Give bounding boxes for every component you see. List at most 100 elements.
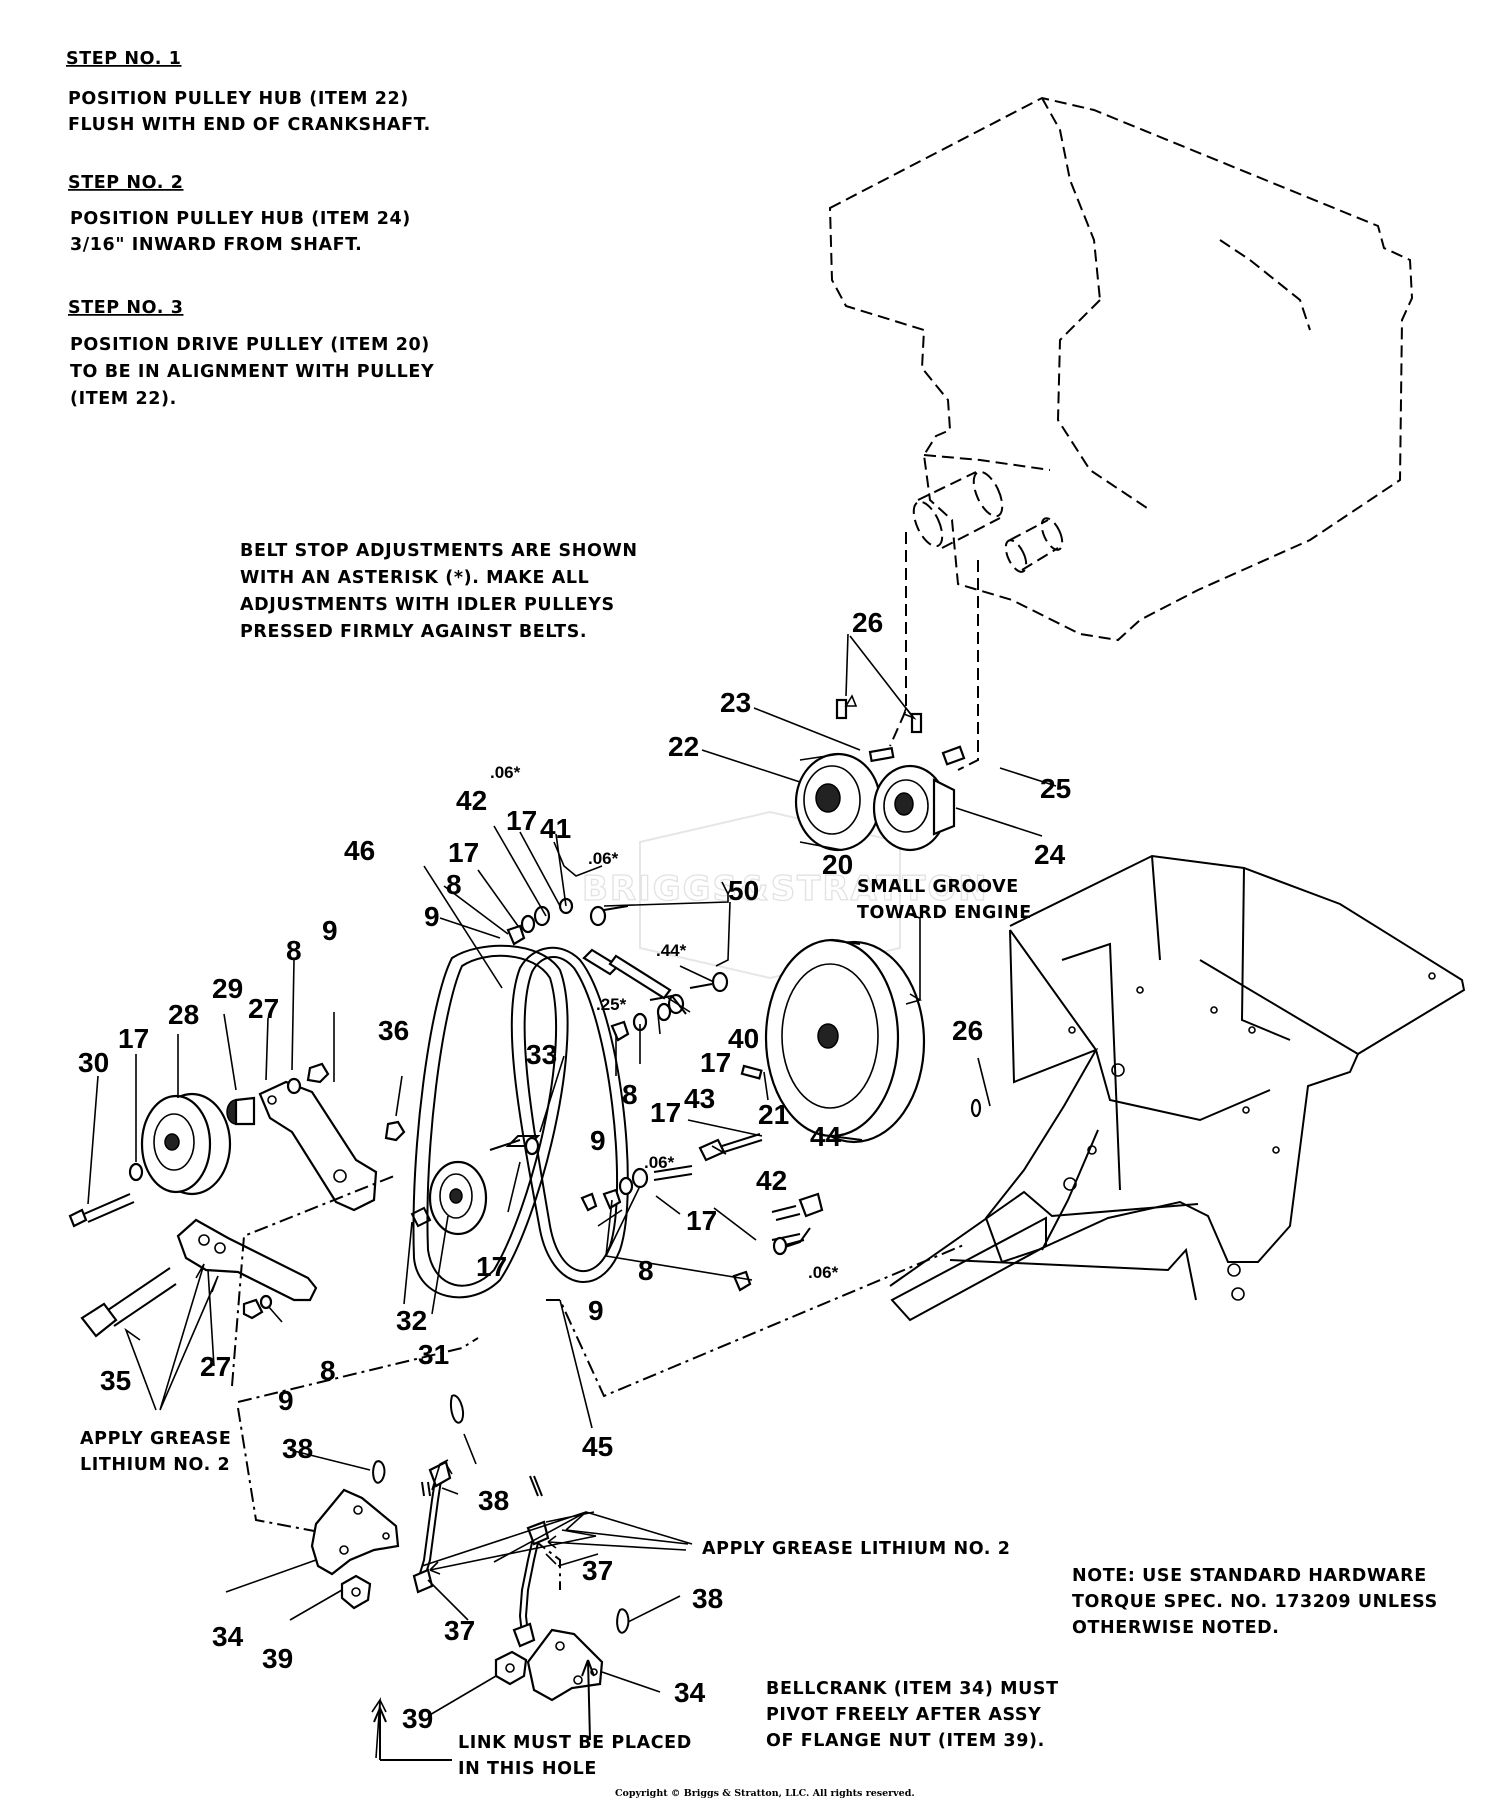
nut-washer-8-9 bbox=[286, 1062, 406, 1142]
svg-text:NOTE: USE STANDARD HARDWARE: NOTE: USE STANDARD HARDWARE bbox=[1072, 1566, 1427, 1586]
callout-50: 50 bbox=[728, 875, 759, 906]
svg-text:BELLCRANK (ITEM 34) MUST: BELLCRANK (ITEM 34) MUST bbox=[766, 1679, 1059, 1699]
callout-37-upper: 37 bbox=[582, 1555, 613, 1586]
callout-40: 40 bbox=[728, 1023, 759, 1054]
callout-33: 33 bbox=[526, 1039, 557, 1070]
link-37-lower bbox=[512, 1520, 550, 1648]
step-1-title: STEP NO. 1 bbox=[66, 49, 181, 69]
svg-text:SMALL GROOVE: SMALL GROOVE bbox=[857, 877, 1019, 897]
callout-06-top: .06* bbox=[490, 763, 521, 782]
hardware-note: NOTE: USE STANDARD HARDWARE TORQUE SPEC.… bbox=[1072, 1566, 1437, 1638]
svg-text:TOWARD ENGINE: TOWARD ENGINE bbox=[857, 903, 1032, 923]
bellcrank-note: BELLCRANK (ITEM 34) MUST PIVOT FREELY AF… bbox=[766, 1679, 1059, 1751]
idler-pulley-31 bbox=[428, 1160, 488, 1236]
callout-39-bottom: 39 bbox=[402, 1703, 433, 1734]
callout-35: 35 bbox=[100, 1365, 131, 1396]
callout-23: 23 bbox=[720, 687, 751, 718]
lower-bracket-27 bbox=[176, 1218, 318, 1302]
callout-9-lower: 9 bbox=[588, 1295, 604, 1326]
step-2-line-1: POSITION PULLEY HUB (ITEM 24) bbox=[70, 209, 411, 229]
callout-36: 36 bbox=[378, 1015, 409, 1046]
callout-9-bottom: 9 bbox=[278, 1385, 294, 1416]
callout-25-star: .25* bbox=[596, 995, 627, 1014]
svg-text:BRIGGS&STRATTON: BRIGGS&STRATTON bbox=[582, 869, 989, 909]
callout-37-lower: 37 bbox=[444, 1615, 475, 1646]
engine-outline bbox=[828, 96, 1414, 771]
idler-arm-42 bbox=[580, 1133, 824, 1292]
callout-21: 21 bbox=[758, 1099, 789, 1130]
callout-28: 28 bbox=[168, 999, 199, 1030]
svg-text:ADJUSTMENTS WITH IDLER PULLEYS: ADJUSTMENTS WITH IDLER PULLEYS bbox=[240, 595, 615, 615]
pulley-22 bbox=[794, 752, 882, 852]
svg-text:BELT STOP ADJUSTMENTS ARE SHOW: BELT STOP ADJUSTMENTS ARE SHOWN bbox=[240, 541, 638, 561]
watermark: BRIGGS&STRATTON bbox=[581, 810, 989, 980]
callout-8-bottom: 8 bbox=[320, 1355, 336, 1386]
step-3-title: STEP NO. 3 bbox=[68, 298, 183, 318]
callout-17-mid2: 17 bbox=[650, 1097, 681, 1128]
svg-text:APPLY GREASE: APPLY GREASE bbox=[80, 1429, 231, 1449]
callout-8-mid: 8 bbox=[622, 1079, 638, 1110]
idler-pulley-28 bbox=[140, 1092, 232, 1196]
drive-pulley-20 bbox=[764, 938, 926, 1144]
belt-stop-note: BELT STOP ADJUSTMENTS ARE SHOWN WITH AN … bbox=[240, 541, 638, 642]
callouts: 26 23 22 25 24 20 50 .06* 42 17 41 .06* … bbox=[78, 607, 1071, 1734]
svg-text:IN THIS HOLE: IN THIS HOLE bbox=[458, 1759, 597, 1779]
callout-43: 43 bbox=[684, 1083, 715, 1114]
bolt-30 bbox=[68, 1193, 135, 1228]
bellcrank-34-upper bbox=[310, 1488, 400, 1576]
step-3-line-1: POSITION DRIVE PULLEY (ITEM 20) bbox=[70, 335, 430, 355]
crankshaft bbox=[912, 470, 1064, 573]
keys-and-setscrews bbox=[835, 698, 966, 766]
callout-9-left: 9 bbox=[322, 915, 338, 946]
callout-44-star: .44* bbox=[656, 941, 687, 960]
callout-42: 42 bbox=[456, 785, 487, 816]
callout-44: 44 bbox=[810, 1121, 842, 1152]
callout-27-top: 27 bbox=[248, 993, 279, 1024]
step-3-line-3: (ITEM 22). bbox=[70, 389, 177, 409]
bracket-27 bbox=[258, 1080, 378, 1212]
callout-34-left: 34 bbox=[212, 1621, 244, 1652]
callout-06-right: .06* bbox=[588, 849, 619, 868]
small-groove-note: SMALL GROOVE TOWARD ENGINE bbox=[857, 877, 1032, 923]
callout-8-top: 8 bbox=[446, 869, 462, 900]
callout-17-idler: 17 bbox=[476, 1251, 507, 1282]
callout-29: 29 bbox=[212, 973, 243, 1004]
callout-17-lower: 17 bbox=[686, 1205, 717, 1236]
svg-text:PIVOT FREELY AFTER ASSY: PIVOT FREELY AFTER ASSY bbox=[766, 1705, 1041, 1725]
callout-27-bottom: 27 bbox=[200, 1351, 231, 1382]
callout-9-top: 9 bbox=[424, 901, 440, 932]
flange-nut-39-upper bbox=[340, 1574, 372, 1610]
spacer-29 bbox=[226, 1096, 256, 1126]
svg-text:PRESSED FIRMLY AGAINST BELTS.: PRESSED FIRMLY AGAINST BELTS. bbox=[240, 622, 587, 642]
callout-38-left: 38 bbox=[282, 1433, 313, 1464]
copyright: Copyright © Briggs & Stratton, LLC. All … bbox=[615, 1788, 915, 1799]
callout-25: 25 bbox=[1040, 773, 1071, 804]
callout-42-lower: 42 bbox=[756, 1165, 787, 1196]
step-2-line-2: 3/16" INWARD FROM SHAFT. bbox=[70, 235, 362, 255]
bolt-35 bbox=[80, 1267, 177, 1338]
assembly-steps: STEP NO. 1 POSITION PULLEY HUB (ITEM 22)… bbox=[66, 49, 434, 409]
callout-34-right: 34 bbox=[674, 1677, 706, 1708]
hairpins-38 bbox=[372, 1394, 630, 1634]
callout-17-left: 17 bbox=[448, 837, 479, 868]
step-1-line-2: FLUSH WITH END OF CRANKSHAFT. bbox=[68, 115, 431, 135]
nut-9-lower bbox=[242, 1294, 273, 1320]
svg-text:WITH AN ASTERISK (*). MAKE AL: WITH AN ASTERISK (*). MAKE ALL bbox=[240, 568, 589, 588]
callout-8-lower: 8 bbox=[638, 1255, 654, 1286]
callout-17-far-left: 17 bbox=[118, 1023, 149, 1054]
callout-45: 45 bbox=[582, 1431, 613, 1462]
grease-note-left: APPLY GREASE LITHIUM NO. 2 bbox=[80, 1429, 231, 1475]
svg-text:OTHERWISE NOTED.: OTHERWISE NOTED. bbox=[1072, 1618, 1280, 1638]
link-37-upper bbox=[412, 1460, 452, 1594]
callout-22: 22 bbox=[668, 731, 699, 762]
callout-9-mid: 9 bbox=[590, 1125, 606, 1156]
grease-note-right: APPLY GREASE LITHIUM NO. 2 bbox=[702, 1539, 1011, 1559]
callout-26: 26 bbox=[852, 607, 883, 638]
flange-nut-39-lower bbox=[494, 1650, 528, 1686]
callout-31: 31 bbox=[418, 1339, 449, 1370]
callout-26-right: 26 bbox=[952, 1015, 983, 1046]
callout-24: 24 bbox=[1034, 839, 1066, 870]
callout-32: 32 bbox=[396, 1305, 427, 1336]
link-hole-note: LINK MUST BE PLACED IN THIS HOLE bbox=[458, 1733, 691, 1779]
